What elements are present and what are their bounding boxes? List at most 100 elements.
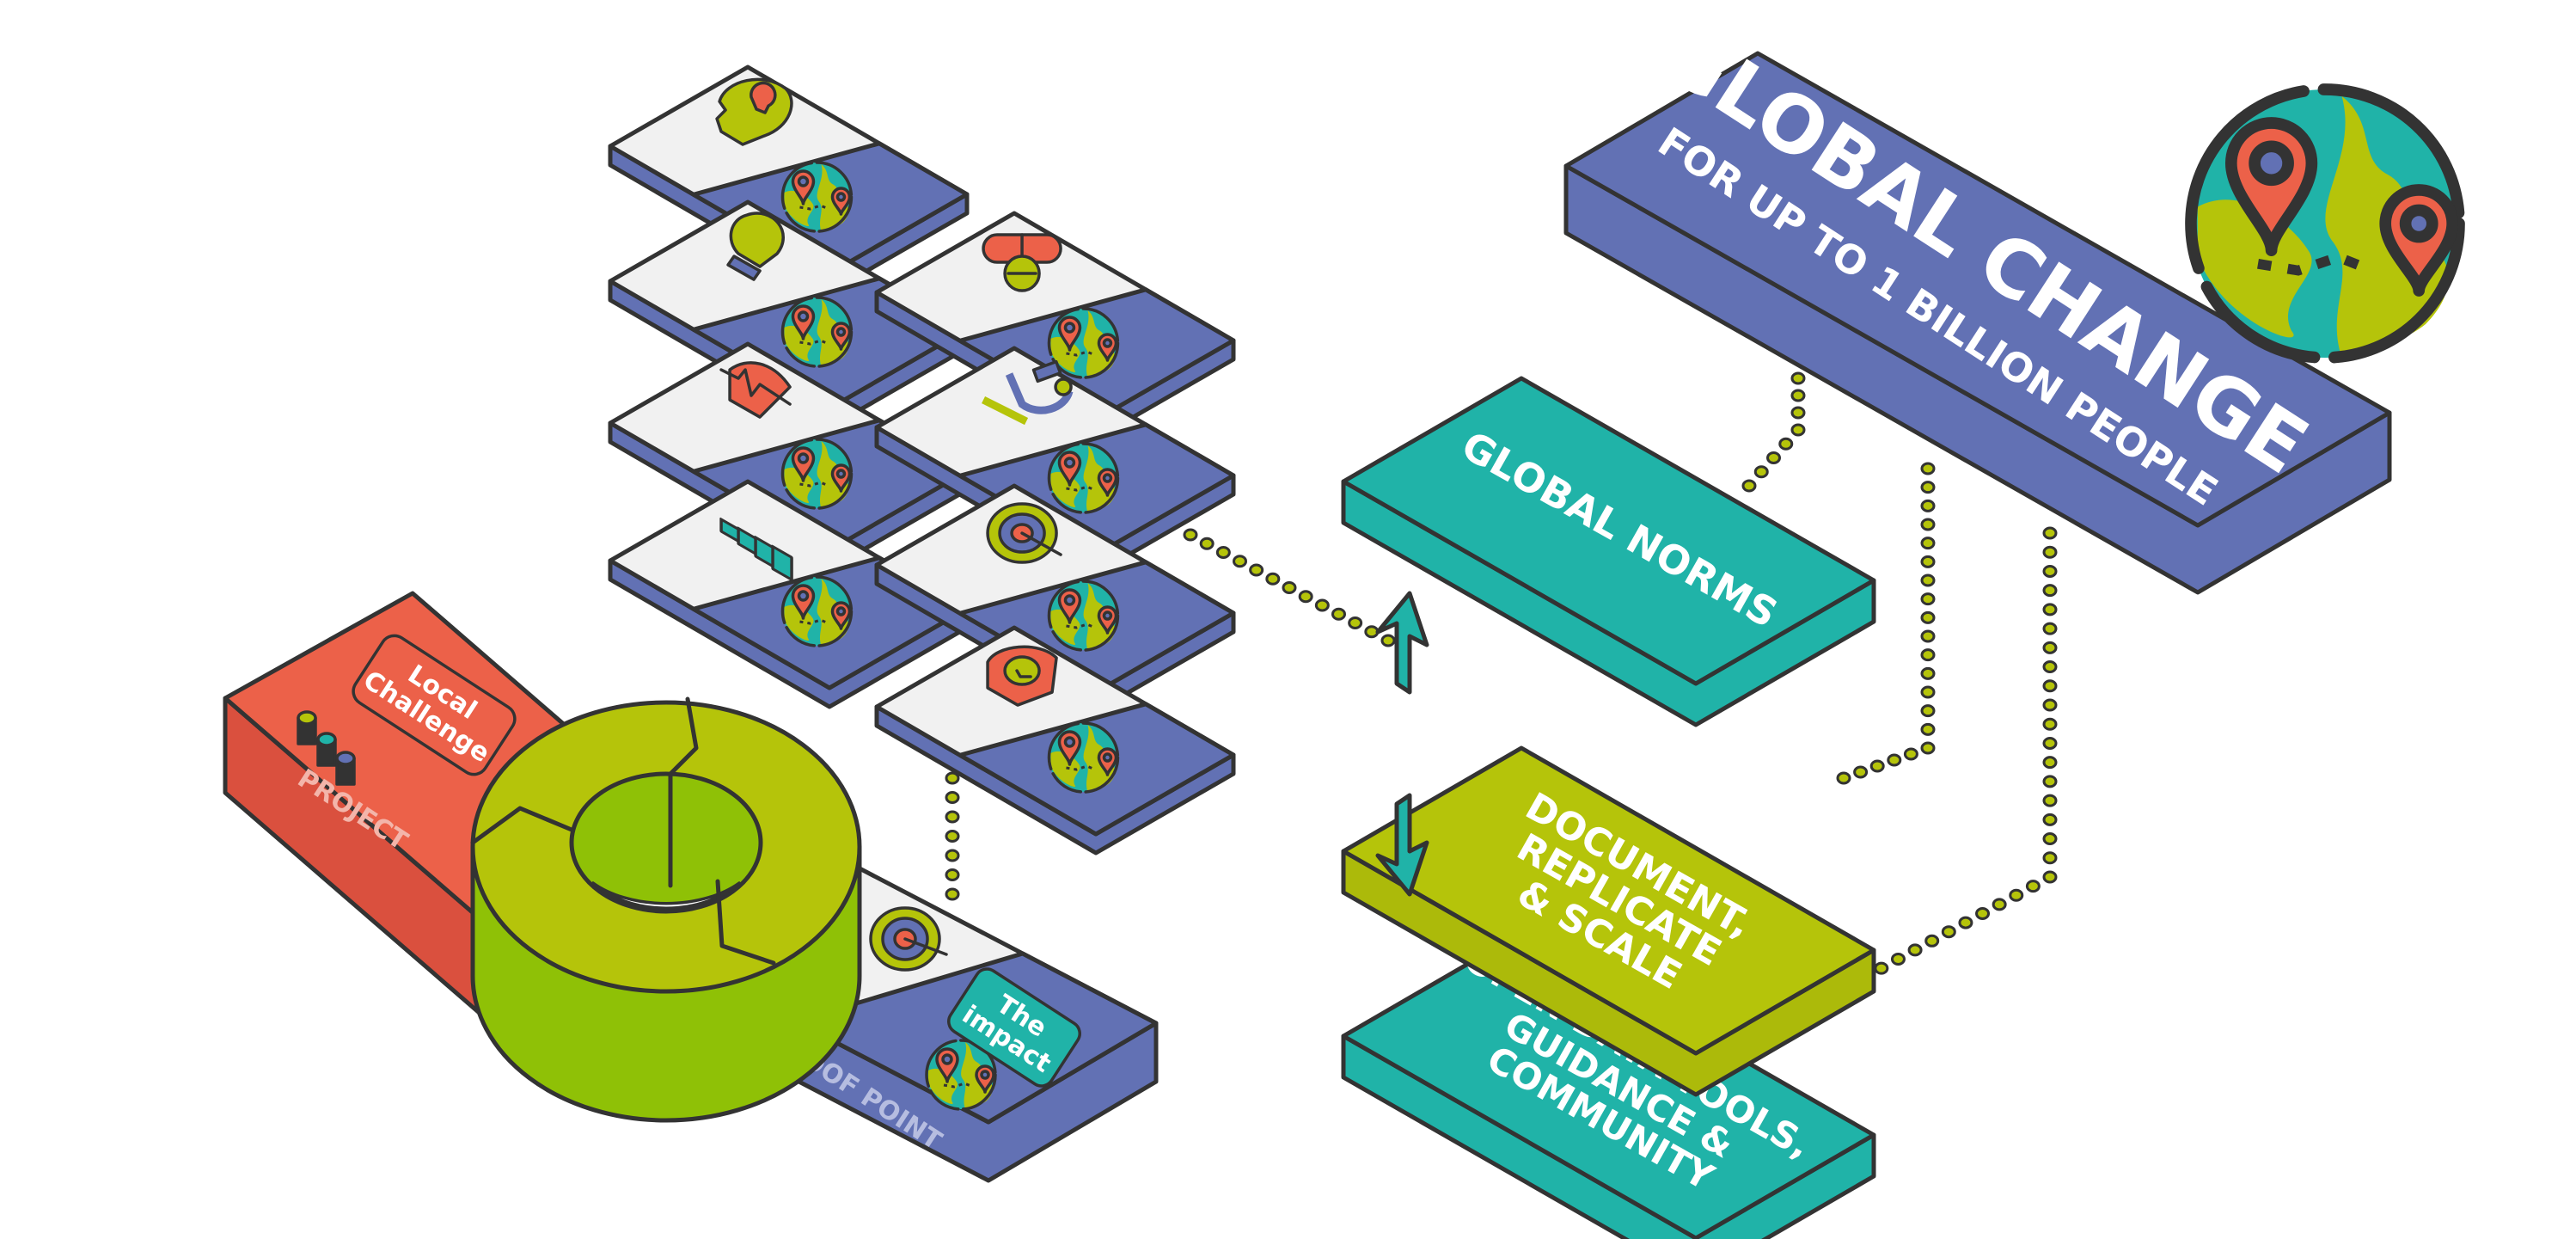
connector-dot — [945, 830, 960, 843]
connector-dot — [1348, 616, 1363, 629]
connector-dot — [1920, 722, 1936, 736]
scaling-pillars: OPEN DATA TOOLS,GUIDANCE &COMMUNITYDOCUM… — [1341, 376, 1876, 1239]
connector-dot — [1298, 590, 1313, 604]
connector-dot — [1249, 563, 1264, 577]
connector-dot — [1920, 685, 1936, 699]
connector-dot — [945, 887, 960, 901]
connector-dot — [1874, 961, 1889, 975]
dotted-connectors — [945, 371, 2058, 1003]
microscope-icon — [982, 359, 1074, 426]
connector-dot — [2042, 717, 2058, 731]
connector-dot — [1920, 610, 1936, 624]
idea-card[interactable] — [874, 346, 1236, 576]
connector-dot — [2025, 880, 2041, 893]
connector-dot — [1183, 528, 1198, 542]
globe-pins-icon — [780, 575, 854, 647]
connector-dot — [1790, 371, 1806, 385]
connector-dot — [1790, 406, 1806, 420]
open-data-tools-block-top — [1341, 930, 1876, 1239]
connector-dot — [1920, 462, 1936, 475]
connector-dot — [2042, 851, 2058, 865]
connector-dot — [945, 810, 960, 824]
connector-dot — [1920, 573, 1936, 587]
global-norms-block: GLOBAL NORMS — [1341, 376, 1876, 727]
connector-dot — [1790, 389, 1806, 402]
global-norms-block-top — [1341, 376, 1876, 686]
connector-dot — [2042, 756, 2058, 770]
connector-cards-to-pillars — [1183, 528, 1396, 647]
connector-dot — [2042, 622, 2058, 635]
globe-location-pins-icon — [2191, 89, 2459, 358]
connector-dot — [1887, 753, 1902, 767]
connector-dot — [1199, 537, 1215, 550]
connector-dot — [1920, 629, 1936, 643]
connector-dot — [1741, 479, 1757, 493]
connector-dot — [1920, 499, 1936, 512]
pills-icon — [982, 233, 1062, 292]
connector-dot — [1958, 916, 1973, 929]
connector-dot — [1920, 481, 1936, 494]
connector-dot — [1836, 771, 1851, 785]
arrow-up-icon — [1375, 591, 1429, 695]
global-change-slab-top — [1563, 51, 2392, 528]
connector-dot — [1766, 451, 1781, 464]
connector-dot — [2042, 564, 2058, 578]
connector-dot — [1331, 607, 1346, 621]
connector-dot — [1920, 555, 1936, 568]
connector-dot — [945, 771, 960, 785]
connector-dot — [2042, 641, 2058, 654]
connector-dot — [1992, 898, 2007, 911]
connector-dot — [945, 791, 960, 804]
connector-dot — [1920, 741, 1936, 755]
globe-pins-icon — [780, 438, 854, 510]
connector-dot — [1380, 634, 1396, 647]
connector-dot — [1941, 925, 1956, 939]
connector-dot — [2042, 526, 2058, 540]
connector-dot — [2042, 813, 2058, 826]
connector-dot — [1282, 581, 1297, 594]
connector-dot — [1890, 953, 1906, 966]
connector-dot — [2042, 584, 2058, 598]
document-replicate-scale-block: DOCUMENT,REPLICATE& SCALE — [1341, 745, 1876, 1097]
connector-dot — [2042, 794, 2058, 807]
idea-card[interactable] — [874, 625, 1236, 856]
shield-check-icon — [986, 645, 1058, 707]
globe-pins-icon — [780, 161, 854, 233]
connector-dot — [1215, 546, 1231, 559]
connector-dot — [2042, 545, 2058, 559]
connector-dot — [1920, 537, 1936, 550]
target-arrow-icon — [869, 906, 948, 972]
cycle-notch — [668, 696, 699, 888]
lightbulb-icon — [726, 212, 785, 281]
cycle-ring-hole — [569, 771, 763, 914]
target-icon — [986, 502, 1062, 564]
globe-pins-icon — [1047, 442, 1120, 514]
connector-dot — [1920, 648, 1936, 662]
connector-dot — [1869, 759, 1885, 773]
connector-dot — [1924, 934, 1940, 948]
connector-dot — [2009, 888, 2024, 902]
connector-dot — [2042, 660, 2058, 674]
idea-cards-stack — [608, 64, 1236, 856]
globe-pins-icon — [780, 296, 854, 368]
connector-dot — [1920, 592, 1936, 606]
connector-dot — [1314, 598, 1330, 612]
bar-chart-icon — [719, 517, 793, 582]
connector-dot — [1778, 437, 1794, 451]
connector-dot — [2042, 775, 2058, 788]
connector-dot — [2042, 698, 2058, 712]
connector-dot — [2042, 679, 2058, 693]
connector-global-to-norms — [1741, 371, 1806, 493]
idea-card[interactable] — [874, 211, 1236, 441]
connector-dot — [1233, 555, 1247, 568]
heart-pulse-icon — [719, 361, 792, 419]
connector-dot — [2042, 870, 2058, 884]
connector-dot — [1853, 765, 1869, 779]
globe-pins-icon — [1047, 721, 1120, 794]
connector-dot — [2042, 736, 2058, 750]
connector-dot — [1790, 423, 1806, 437]
cycle-notch — [470, 806, 574, 845]
connector-global-to-document — [1836, 462, 1936, 785]
connector-dot — [2042, 832, 2058, 846]
